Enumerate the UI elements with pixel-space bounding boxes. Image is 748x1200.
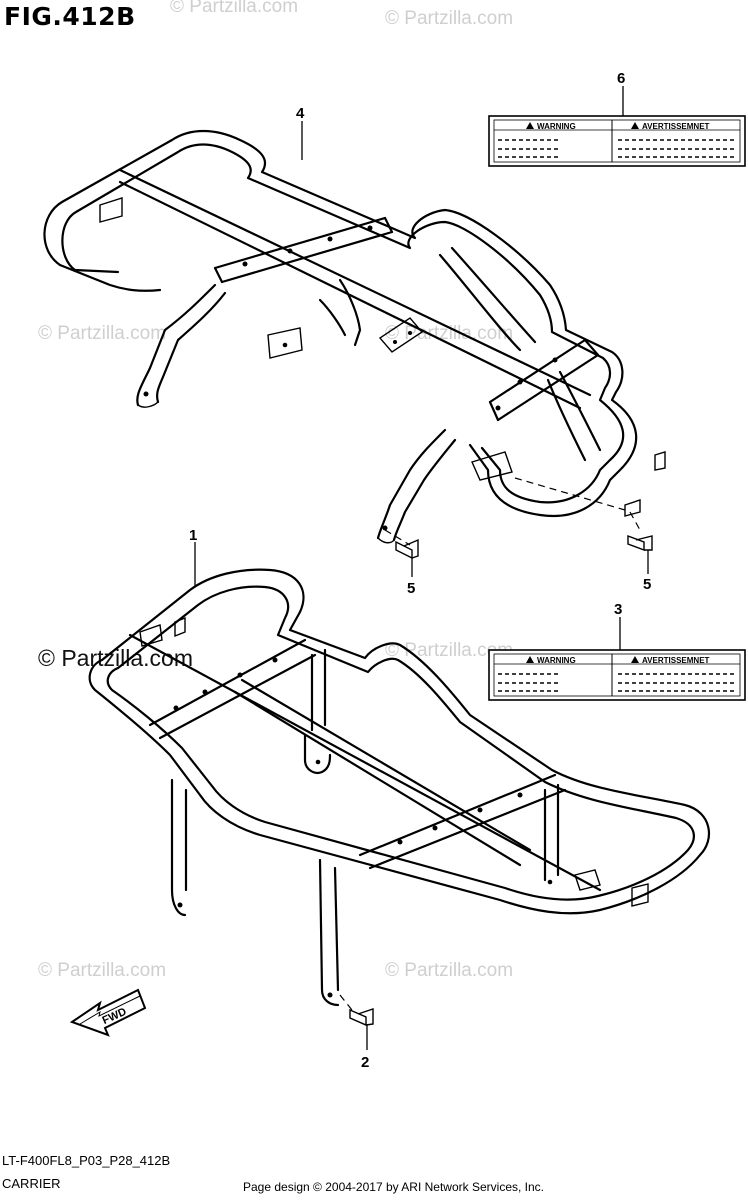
diagram-name: CARRIER <box>2 1176 61 1191</box>
callout-5-right: 5 <box>643 576 651 593</box>
callout-2: 2 <box>361 1054 369 1071</box>
bolt-icon <box>627 534 653 552</box>
callout-4: 4 <box>296 105 305 122</box>
callout-leaders <box>194 86 649 1050</box>
forward-arrow-icon: FWD <box>69 988 147 1037</box>
label-avertissement-text: AVERTISSEMNET <box>642 122 710 131</box>
callout-6: 6 <box>617 70 625 87</box>
callout-5-left: 5 <box>407 580 415 597</box>
warning-label-bottom: WARNING AVERTISSEMNET <box>488 649 746 701</box>
warning-triangle-icon <box>631 656 639 663</box>
figure-title: FIG.412B <box>4 2 136 31</box>
label-warning-text: WARNING <box>537 656 576 665</box>
warning-triangle-icon <box>526 122 534 129</box>
bolt-icon <box>349 1008 374 1027</box>
front-carrier-drawing <box>88 568 710 1011</box>
page-credit: Page design © 2004-2017 by ARI Network S… <box>243 1180 545 1194</box>
callout-1: 1 <box>189 527 197 544</box>
watermark: © Partzilla.com <box>385 640 514 661</box>
watermark: © Partzilla.com <box>38 960 167 981</box>
watermark: © Partzilla.com <box>170 0 299 17</box>
warning-triangle-icon <box>631 122 639 129</box>
watermark: © Partzilla.com <box>385 8 514 29</box>
warning-label-top: WARNING AVERTISSEMNET <box>488 115 746 167</box>
watermark: © Partzilla.com <box>385 960 514 981</box>
watermark: © Partzilla.com <box>38 323 167 344</box>
rear-carrier-drawing <box>43 130 666 546</box>
label-warning-text: WARNING <box>537 122 576 131</box>
callout-3: 3 <box>614 601 622 618</box>
diagram-code: LT-F400FL8_P03_P28_412B <box>2 1153 171 1168</box>
label-avertissement-text: AVERTISSEMNET <box>642 656 710 665</box>
warning-triangle-icon <box>526 656 534 663</box>
